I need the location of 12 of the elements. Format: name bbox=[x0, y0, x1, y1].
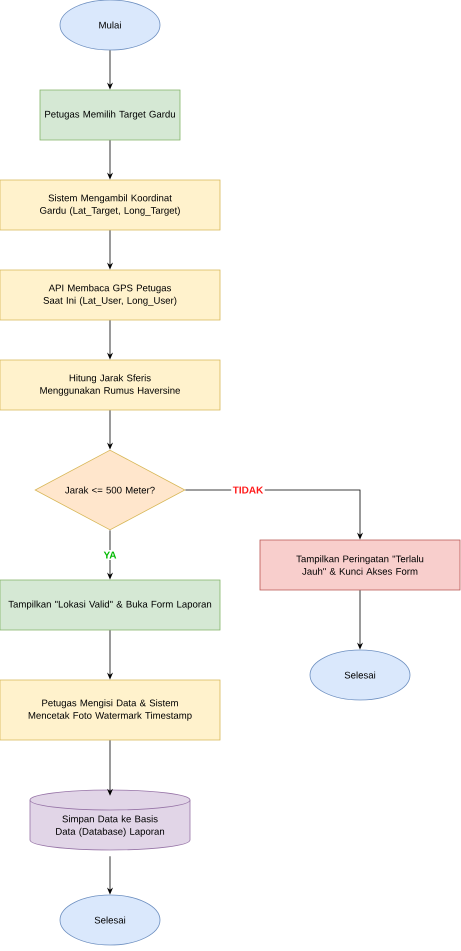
terminal-oval: Selesai bbox=[310, 650, 410, 700]
process-box: Tampilkan "Lokasi Valid" & Buka Form Laporan bbox=[0, 580, 220, 630]
process-box: API Membaca GPS Petugas Saat Ini (Lat_User, Long_User) bbox=[0, 270, 220, 320]
process-box: Petugas Mengisi Data & Sistem Mencetak Foto Watermark Timestamp bbox=[0, 680, 220, 740]
edge-label: TIDAK bbox=[231, 485, 265, 495]
edge-label: YA bbox=[102, 550, 118, 560]
terminal-oval: Selesai bbox=[60, 894, 160, 946]
process-box: Tampilkan Peringatan "Terlalu Jauh" & Kunci Akses Form bbox=[260, 540, 460, 590]
process-box: Hitung Jarak Sferis Menggunakan Rumus Haversine bbox=[0, 360, 220, 410]
process-box: Sistem Mengambil Koordinat Gardu (Lat_Target, Long_Target) bbox=[0, 180, 220, 230]
process-box: Petugas Memilih Target Gardu bbox=[40, 90, 180, 140]
database-cylinder: Simpan Data ke Basis Data (Database) Laporan bbox=[30, 790, 190, 850]
